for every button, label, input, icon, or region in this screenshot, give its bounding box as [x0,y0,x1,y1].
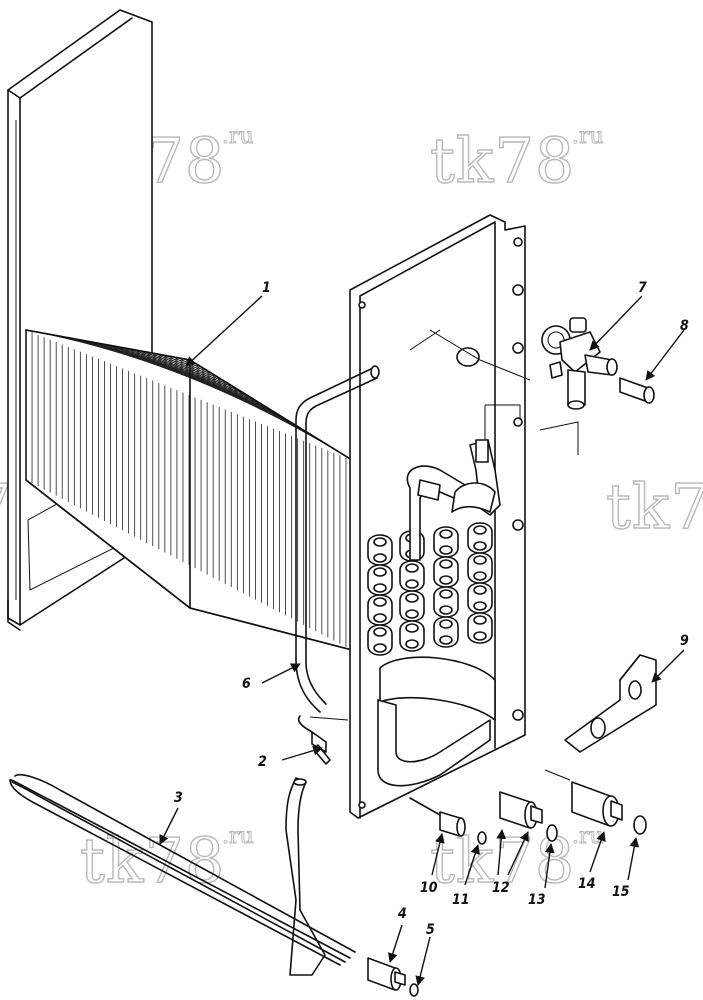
leader-lines [159,295,685,986]
sensor-part-2 [297,715,331,765]
fitting-part-12 [499,791,543,829]
callout-2: 2 [258,754,267,770]
callout-12: 12 [492,880,510,896]
leader-2 [281,745,323,761]
callout-6: 6 [242,676,251,692]
fitting-part-14 [571,781,623,827]
leader-9 [651,649,685,683]
callout-11: 11 [452,892,470,908]
return-bend [433,586,459,618]
leader-14 [589,831,606,873]
svg-text:tk78: tk78 [80,824,225,897]
return-bend [433,616,459,648]
leader-1 [185,295,263,367]
callout-15: 15 [612,884,630,900]
svg-text:.ru: .ru [222,824,254,849]
return-bend [433,556,459,588]
bracket-part-9 [564,654,657,753]
leader-11 [464,844,480,886]
callout-4: 4 [398,906,407,922]
svg-text:.ru: .ru [572,124,604,149]
tube-part-6 [295,365,380,713]
expansion-valve [541,317,618,410]
watermark-bottom-left: tk78 .ru [79,823,254,897]
heater-part-3 [9,774,356,976]
watermark-mid-right: tk78 [605,469,703,543]
watermark-top-right: tk78 .ru [429,123,604,197]
callout-10: 10 [420,880,438,896]
return-bend [467,612,493,644]
callout-8: 8 [680,318,689,334]
return-bend [467,522,493,554]
return-bend [399,620,425,652]
leader-15 [627,837,640,881]
leader-8 [645,329,685,381]
leader-10 [431,833,445,876]
callout-1: 1 [262,280,271,296]
leader-12b [507,831,529,876]
return-bend [367,564,393,596]
return-bend [467,552,493,584]
cap-part-8 [619,377,655,404]
return-bend [399,560,425,592]
return-bend [433,526,459,558]
fitting-part-4 [367,957,406,991]
return-bend [367,534,393,566]
return-bend [367,594,393,626]
return-bend [467,582,493,614]
callout-13: 13 [528,892,546,908]
callout-7: 7 [638,280,647,296]
right-tube-sheet [309,214,579,819]
leader-12a [496,829,507,876]
fitting-part-10 [409,797,466,837]
oring-part-13 [546,824,558,842]
callout-5: 5 [426,922,435,938]
leader-13 [544,843,555,889]
leader-7 [589,295,643,351]
return-bend [399,590,425,622]
callout-3: 3 [174,790,183,806]
callout-labels: 1 2 3 4 5 6 7 8 9 10 11 12 13 14 15 [174,280,689,938]
leader-4 [388,924,403,963]
callout-14: 14 [578,876,596,892]
svg-text:.ru: .ru [222,124,254,149]
oring-part-5 [409,983,419,997]
oring-part-11 [477,831,487,845]
oring-part-15 [633,815,647,835]
leader-3 [159,807,179,845]
leader-5 [415,936,431,986]
return-bend [367,624,393,656]
svg-text:tk78: tk78 [430,124,575,197]
callout-9: 9 [680,633,689,649]
evaporator-coil [7,9,353,651]
leader-6 [261,663,301,684]
svg-text:tk78: tk78 [606,470,703,543]
